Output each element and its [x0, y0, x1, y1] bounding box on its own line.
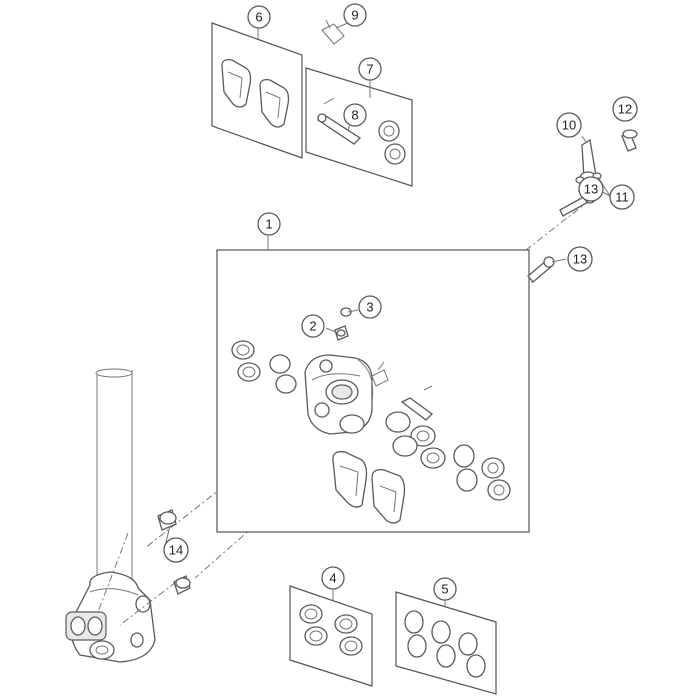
callout-13-lower: 13 [567, 246, 593, 272]
callout-7: 7 [358, 57, 382, 81]
caliper-brake-pads [332, 451, 406, 524]
callout-label: 3 [366, 300, 373, 315]
callout-12: 12 [612, 96, 638, 122]
caliper-bolt-lower [527, 256, 555, 283]
pad-pin [400, 385, 433, 421]
caliper-body [304, 354, 374, 435]
callout-label: 11 [615, 190, 629, 205]
caliper-left-pistons [231, 340, 297, 394]
piston-kit-frame [289, 585, 373, 687]
callout-label: 4 [329, 571, 336, 586]
callout-2: 2 [301, 314, 325, 338]
seal-kit-frame [395, 591, 497, 695]
callout-label: 14 [169, 543, 183, 558]
callout-13-upper: 13 [578, 176, 604, 202]
callout-label: 12 [618, 102, 632, 117]
spacer-upper [157, 509, 177, 531]
callout-label: 7 [366, 62, 373, 77]
callout-6: 6 [247, 5, 271, 29]
callout-9: 9 [343, 3, 367, 27]
callout-10: 10 [556, 112, 582, 138]
callout-label: 8 [351, 108, 358, 123]
pad-retaining-spring [321, 19, 345, 45]
callout-3: 3 [358, 295, 382, 319]
callout-label: 2 [309, 319, 316, 334]
pad-spring-clip [371, 361, 389, 387]
fork-leg [65, 368, 156, 663]
callout-label: 9 [351, 8, 358, 23]
spacer-lower [173, 575, 191, 595]
callout-label: 5 [441, 582, 448, 597]
callout-1: 1 [257, 212, 281, 236]
bleeder-screw [334, 325, 349, 341]
callout-11: 11 [609, 184, 635, 210]
callout-5: 5 [433, 577, 457, 601]
callout-label: 13 [573, 252, 587, 267]
callout-label: 10 [562, 118, 576, 133]
callout-8: 8 [343, 103, 367, 127]
pad-kit-frame [211, 22, 303, 159]
callout-14: 14 [163, 537, 189, 563]
caliper-right-pistons [385, 411, 511, 501]
pin-kit-frame [305, 67, 413, 187]
callout-label: 1 [265, 217, 272, 232]
banjo-bolt [621, 129, 638, 152]
callout-label: 13 [584, 182, 598, 197]
callout-4: 4 [321, 566, 345, 590]
bleeder-cap [340, 307, 352, 317]
callout-label: 6 [255, 10, 262, 25]
